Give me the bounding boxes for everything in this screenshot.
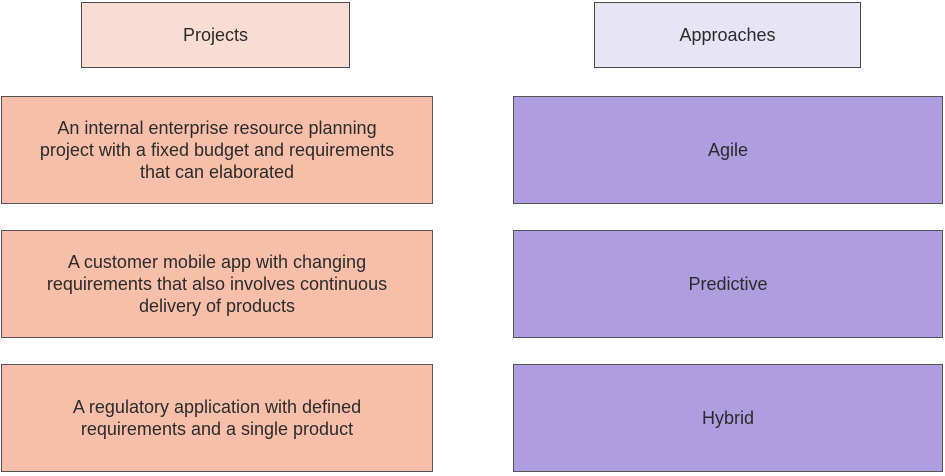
approach-item-agile[interactable]: Agile	[513, 96, 943, 204]
approach-item-hybrid[interactable]: Hybrid	[513, 364, 943, 472]
project-item-erp[interactable]: An internal enterprise resource planning…	[1, 96, 433, 204]
projects-header: Projects	[81, 2, 350, 68]
project-item-regulatory-app[interactable]: A regulatory application with defined re…	[1, 364, 433, 472]
project-item-mobile-app[interactable]: A customer mobile app with changing requ…	[1, 230, 433, 338]
approach-item-label: Agile	[707, 139, 749, 160]
projects-header-label: Projects	[182, 24, 249, 45]
approaches-header: Approaches	[594, 2, 861, 68]
approaches-header-label: Approaches	[679, 24, 776, 45]
approach-item-predictive[interactable]: Predictive	[513, 230, 943, 338]
approach-item-label: Predictive	[688, 273, 768, 294]
project-item-label: An internal enterprise resource planning…	[39, 118, 395, 182]
project-item-label: A regulatory application with defined re…	[72, 397, 362, 439]
project-item-label: A customer mobile app with changing requ…	[46, 252, 388, 316]
approach-item-label: Hybrid	[701, 407, 754, 428]
